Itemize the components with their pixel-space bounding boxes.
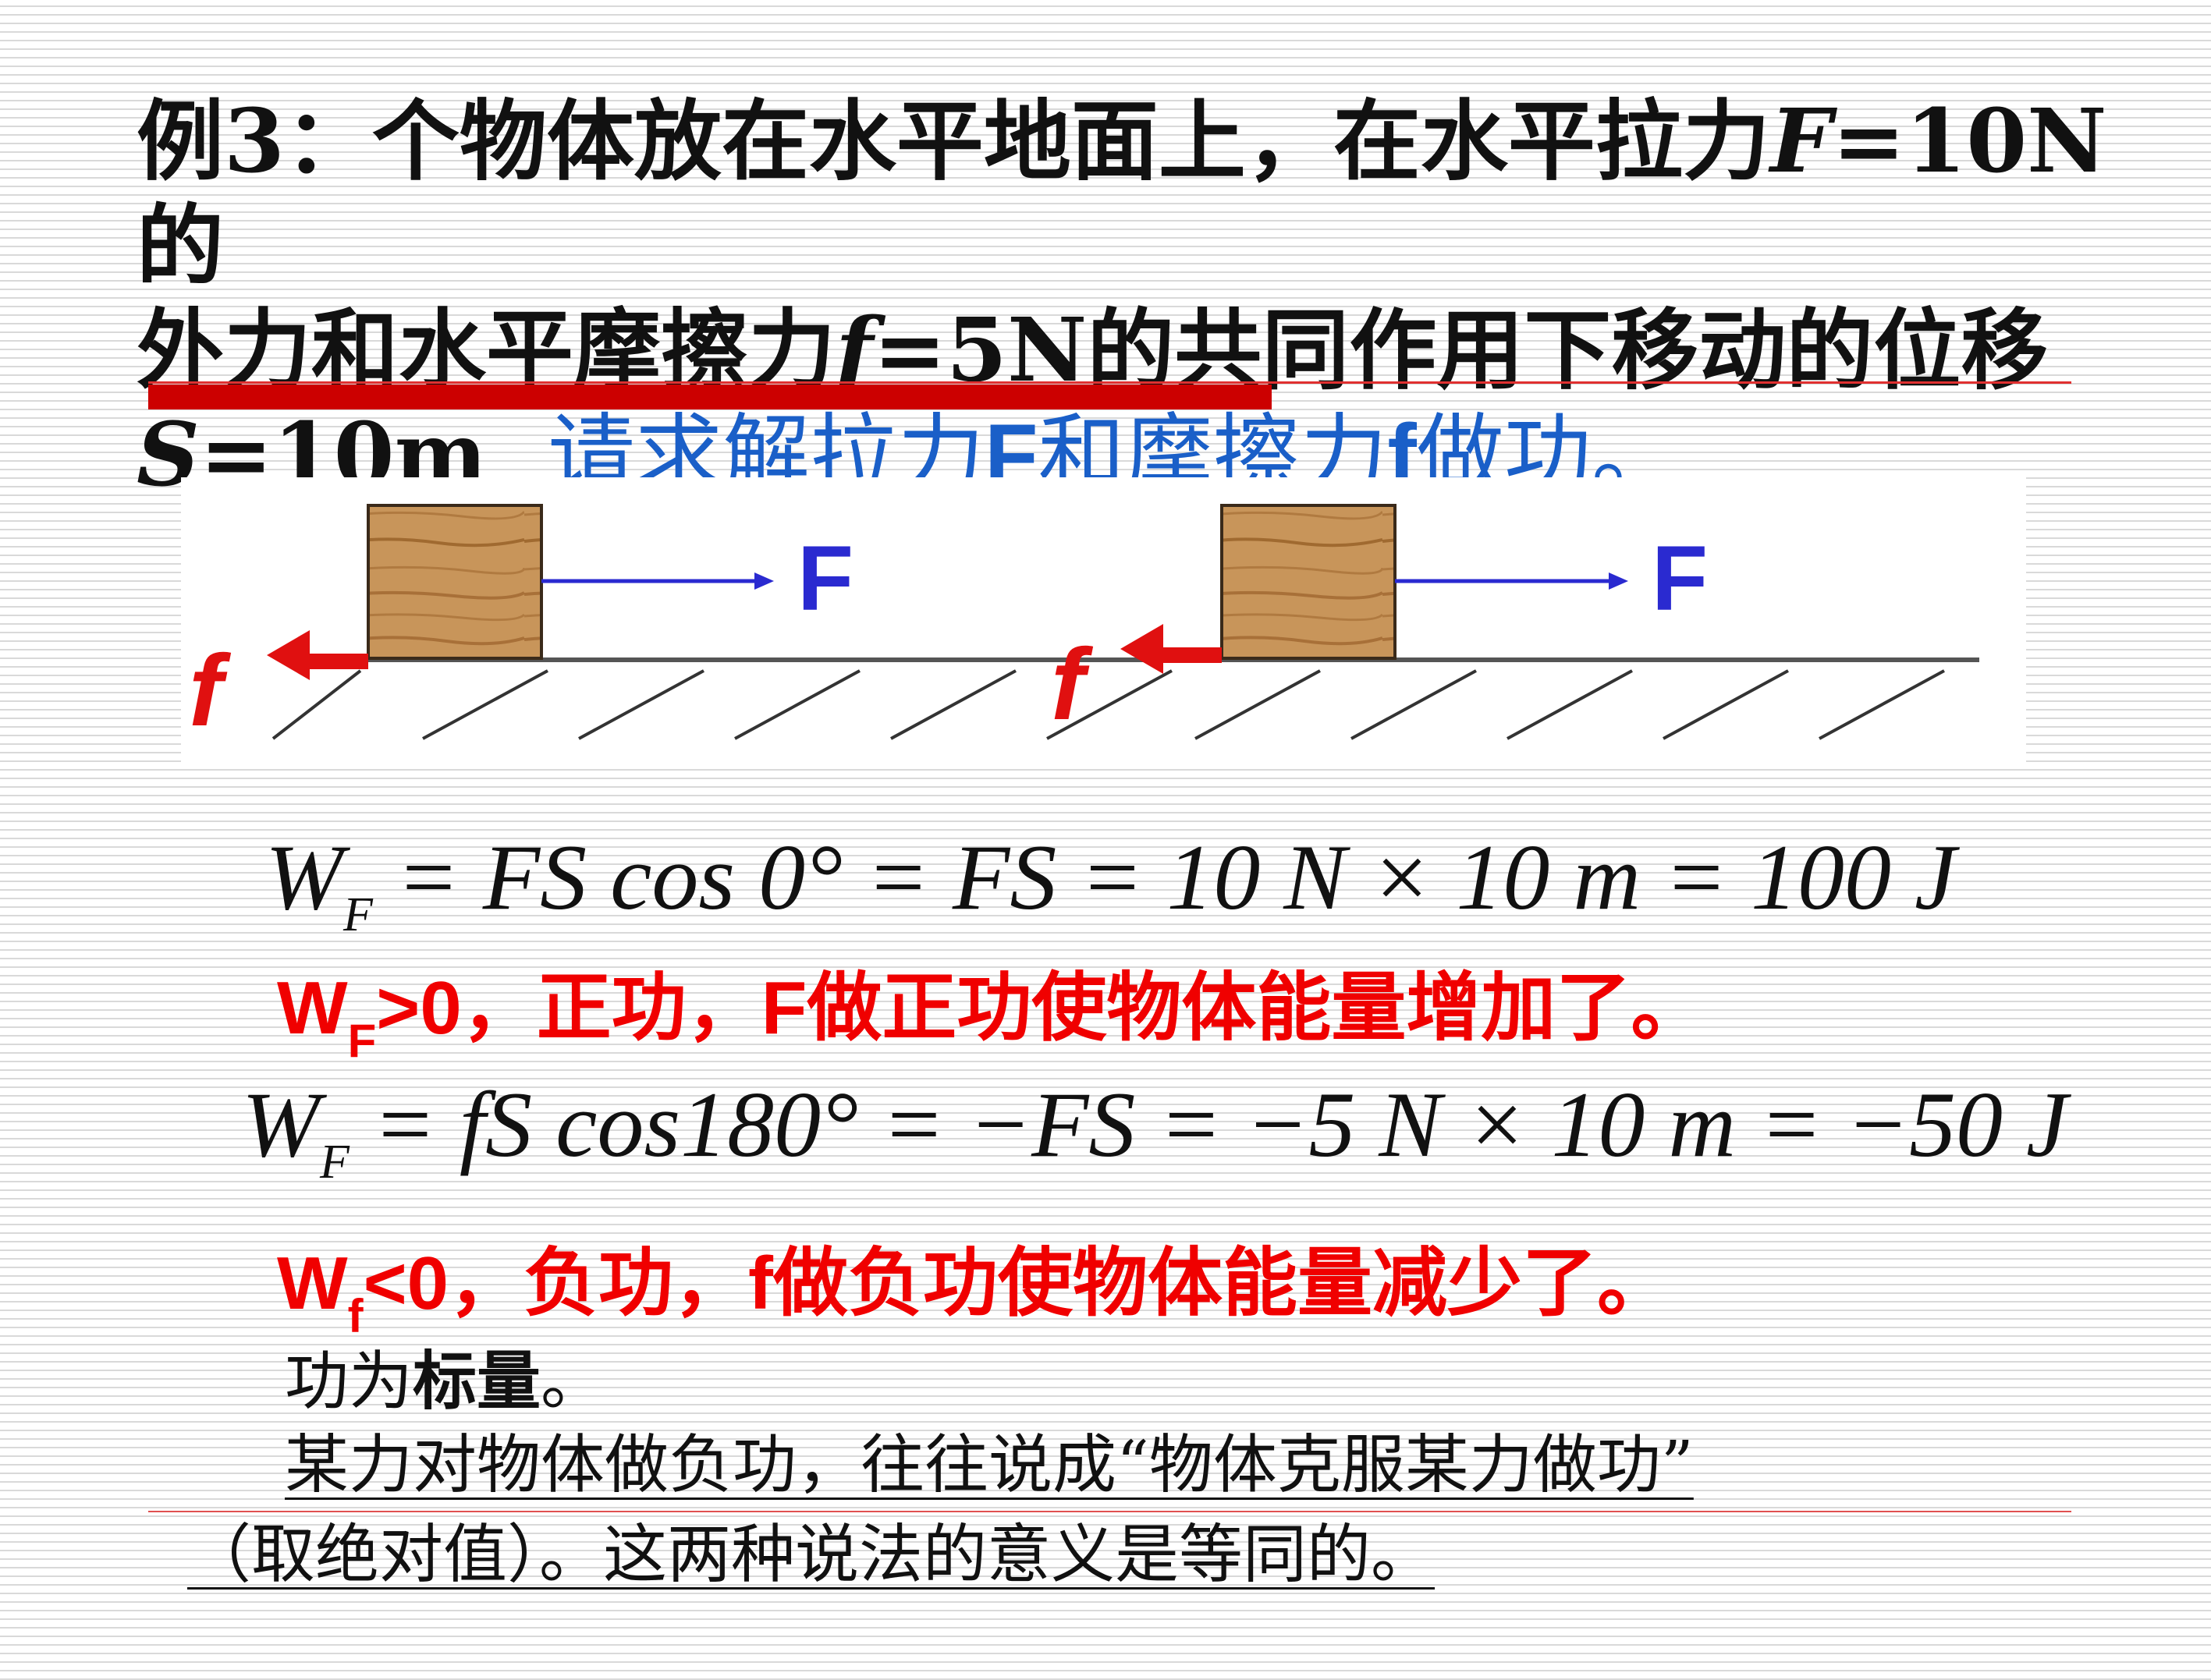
wooden-block-1 (367, 504, 543, 660)
problem-statement: 例3：个物体放在水平地面上，在水平拉力F=10N的 外力和水平摩擦力f=5N的共… (137, 90, 2134, 508)
work-formula-F: WF = FS cos 0° = FS = 10 N × 10 m = 100 … (265, 825, 1957, 941)
problem-line-2: 外力和水平摩擦力f=5N的共同作用下移动的位移 (137, 299, 2049, 402)
ground-hatching (271, 669, 1945, 740)
friction-arrow-2-head (1120, 624, 1163, 674)
problem-line-1: 例3：个物体放在水平地面上，在水平拉力F=10N的 (137, 90, 2107, 297)
friction-label-1: f (189, 633, 232, 747)
note-divider (148, 1511, 2071, 1512)
note-equivalence: （取绝对值）。这两种说法的意义是等同的。 (187, 1518, 1436, 1592)
conclusion-negative-work: Wf<0，负功，f做负功使物体能量减少了。 (277, 1239, 1673, 1342)
wooden-block-2 (1220, 504, 1397, 660)
force-diagram: F f F f (181, 477, 2026, 762)
conclusion-positive-work: WF>0，正功，F做正功使物体能量增加了。 (277, 964, 1706, 1067)
force-arrow-2-head (1609, 572, 1628, 590)
title-red-bar (148, 385, 1272, 409)
friction-arrow-1-head (267, 630, 310, 680)
title-thin-underline (148, 381, 2071, 384)
force-label-1: F (797, 527, 854, 630)
force-arrow-1-head (754, 572, 774, 590)
force-diagram-svg: F f F f (189, 504, 1979, 747)
work-formula-f: WF = fS cos180° = −FS = −5 N × 10 m = −5… (242, 1072, 2068, 1189)
note-scalar: 功为标量。 (285, 1344, 605, 1419)
force-label-2: F (1652, 527, 1708, 630)
note-negative-work: 某力对物体做负功，往往说成“物体克服某力做功” (285, 1428, 1694, 1502)
friction-label-2: f (1051, 627, 1094, 741)
